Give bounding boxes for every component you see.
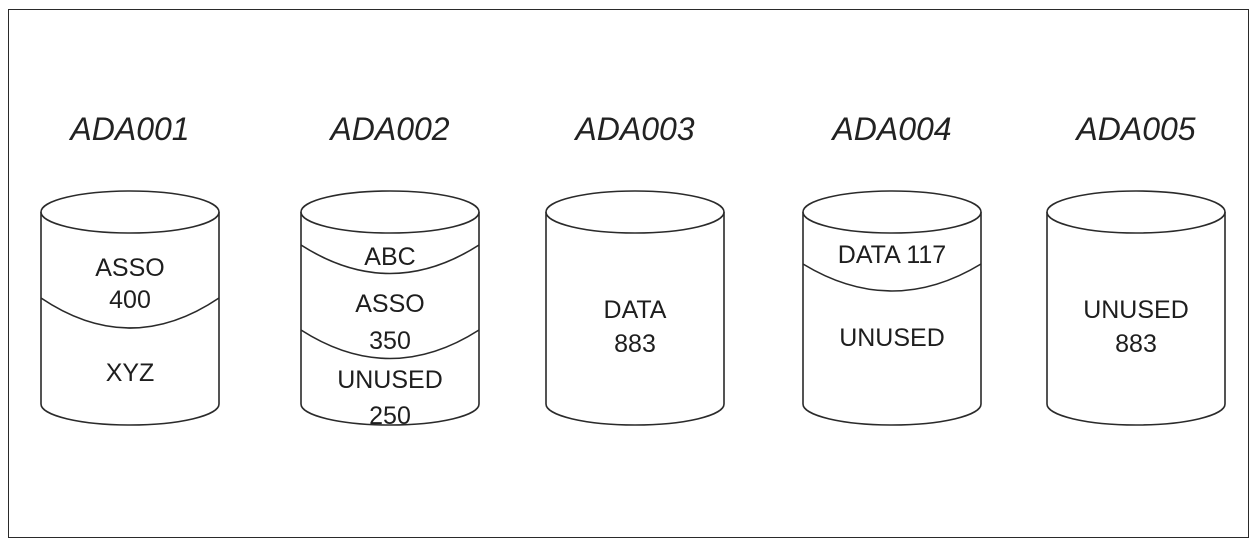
segment-label: UNUSED [337,366,443,394]
volume-title: ADA001 [68,111,189,147]
cylinder-top [802,190,982,234]
segment-label: 400 [109,286,151,314]
segment-label: UNUSED [839,324,945,352]
segment-label: XYZ [106,359,155,387]
cylinder-body [545,212,725,426]
segment-label: 883 [1115,330,1157,358]
cylinder-top [1046,190,1226,234]
segment-divider [802,263,982,292]
segment-divider [300,329,480,360]
volume-ada001: ADA001 ASSO 400 XYZ [40,111,220,426]
cylinder-top [545,190,725,234]
volume-ada005: ADA005 UNUSED 883 [1046,111,1226,426]
volume-ada002: ADA002 ABC ASSO 350 UNUSED 250 [300,111,480,430]
segment-label: ASSO [355,290,424,318]
volume-title: ADA002 [328,111,449,147]
volume-title: ADA004 [830,111,951,147]
segment-divider [300,244,480,275]
cylinder-body [802,212,982,426]
segment-divider [40,297,220,329]
segment-label: 883 [614,330,656,358]
segment-label: ABC [364,243,415,271]
cylinder-top [40,190,220,234]
cylinder-top [300,190,480,234]
segment-label: 350 [369,327,411,355]
segment-label: DATA 117 [838,241,946,269]
volume-ada003: ADA003 DATA 883 [545,111,725,426]
segment-label: UNUSED [1083,296,1189,324]
cylinder-body [300,212,480,426]
segment-label: ASSO [95,254,164,282]
volume-ada004: ADA004 DATA 117 UNUSED [802,111,982,426]
segment-label: DATA [604,296,667,324]
cylinder-body [40,212,220,426]
volume-title: ADA005 [1074,111,1195,147]
volume-title: ADA003 [573,111,694,147]
segment-label: 250 [369,402,411,430]
cylinder-body [1046,212,1226,426]
